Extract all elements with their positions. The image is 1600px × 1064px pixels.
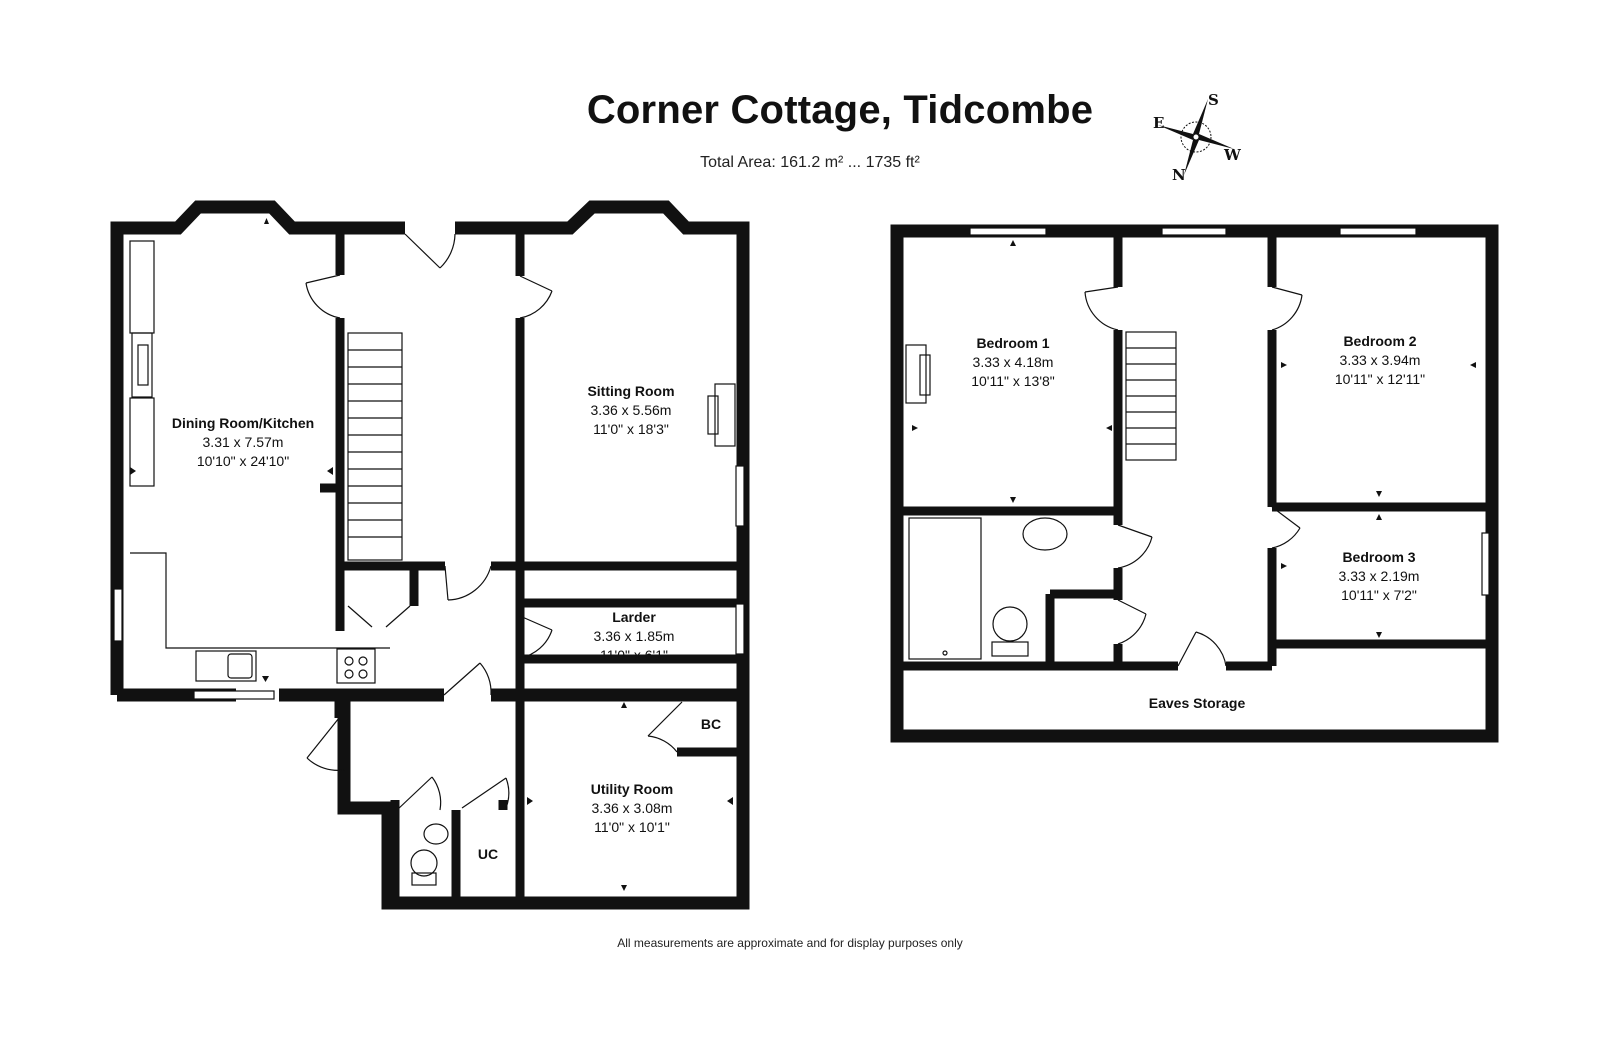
- room-name: Bedroom 3: [1342, 549, 1416, 565]
- room-metric: 3.33 x 2.19m: [1338, 568, 1420, 584]
- first-floor-inner-walls: [903, 237, 1486, 671]
- compass-e-label: E: [1153, 114, 1165, 132]
- total-area: Total Area: 161.2 m² ... 1735 ft²: [700, 154, 920, 171]
- room-metric: 3.36 x 5.56m: [590, 402, 672, 418]
- ground-floor-dimension-markers: [130, 218, 733, 891]
- first-floor-thin-lines: [905, 227, 1490, 667]
- disclaimer: All measurements are approximate and for…: [617, 936, 963, 950]
- room-bedroom-2: Bedroom 2 3.33 x 3.94m 10'11" x 12'11": [1335, 332, 1425, 389]
- room-imperial: 11'0" x 6'1": [600, 647, 668, 663]
- room-name: Sitting Room: [587, 383, 675, 399]
- room-imperial: 11'0" x 10'1": [594, 819, 670, 835]
- room-metric: 3.33 x 4.18m: [972, 354, 1054, 370]
- ground-floor-thin-lines: [113, 233, 745, 886]
- room-sitting: Sitting Room 3.36 x 5.56m 11'0" x 18'3": [587, 382, 674, 439]
- room-imperial: 11'0" x 18'3": [593, 421, 669, 437]
- boiler-cupboard-label: BC: [700, 716, 722, 732]
- room-name: Dining Room/Kitchen: [171, 415, 315, 431]
- room-bedroom-1: Bedroom 1 3.33 x 4.18m 10'11" x 13'8": [971, 334, 1055, 391]
- room-metric: 3.33 x 3.94m: [1339, 352, 1421, 368]
- room-metric: 3.31 x 7.57m: [202, 434, 284, 450]
- room-dining-kitchen: Dining Room/Kitchen 3.31 x 7.57m 10'10" …: [172, 414, 314, 471]
- compass-n-label: N: [1172, 166, 1186, 184]
- room-imperial: 10'11" x 12'11": [1334, 371, 1426, 387]
- room-imperial: 10'11" x 13'8": [971, 373, 1055, 389]
- room-name: Bedroom 1: [976, 335, 1050, 351]
- first-floor-walls: [890, 224, 1499, 743]
- under-stairs-cupboard-label: UC: [477, 846, 499, 862]
- room-utility: Utility Room 3.36 x 3.08m 11'0" x 10'1": [591, 780, 673, 837]
- room-imperial: 10'10" x 24'10": [196, 453, 290, 469]
- room-metric: 3.36 x 3.08m: [591, 800, 673, 816]
- room-name: Utility Room: [590, 781, 674, 797]
- room-metric: 3.36 x 1.85m: [593, 628, 675, 644]
- room-name: Larder: [612, 609, 656, 625]
- room-bedroom-3: Bedroom 3 3.33 x 2.19m 10'11" x 7'2": [1339, 548, 1420, 605]
- eaves-storage-label: Eaves Storage: [1148, 695, 1246, 711]
- ground-floor-inner-walls: [320, 234, 743, 903]
- room-name: Bedroom 2: [1343, 333, 1417, 349]
- ground-floor-walls: [110, 200, 750, 910]
- plan-title: Corner Cottage, Tidcombe: [586, 88, 1094, 132]
- compass-w-label: W: [1224, 146, 1241, 164]
- room-imperial: 10'11" x 7'2": [1341, 587, 1417, 603]
- room-larder: Larder 3.36 x 1.85m 11'0" x 6'1": [594, 608, 675, 665]
- first-floor-dimension-markers: [912, 240, 1476, 638]
- compass-rose: [1158, 99, 1234, 175]
- compass-s-label: S: [1208, 91, 1219, 109]
